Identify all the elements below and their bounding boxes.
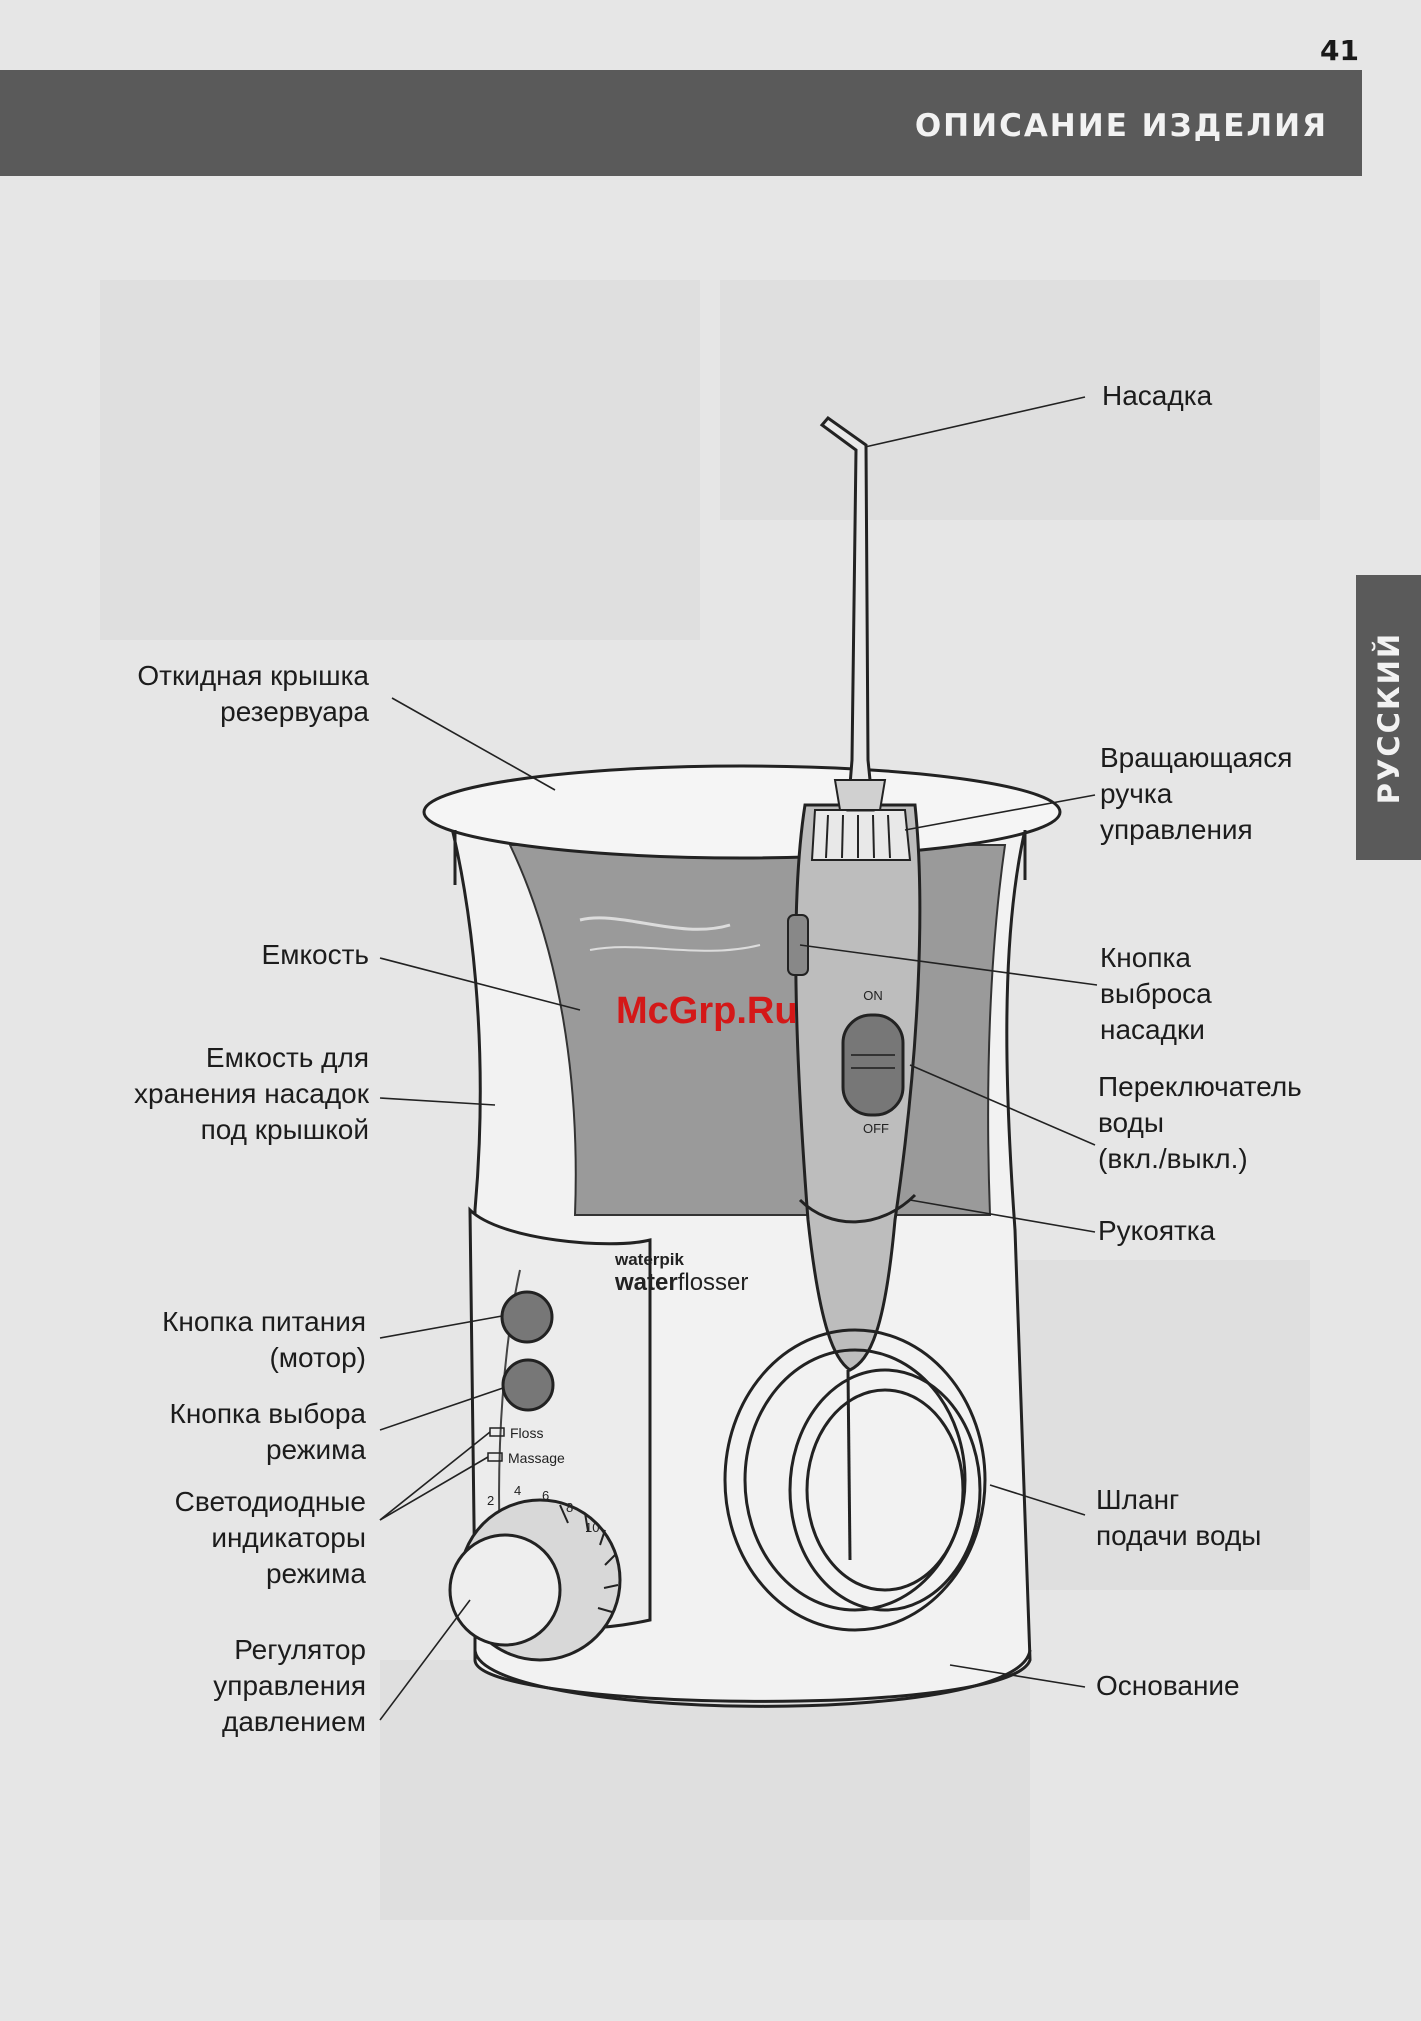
label-tip: Насадка [1102,380,1213,411]
dial-number: 10 [585,1520,599,1535]
brand-line: waterflosser [614,1269,748,1296]
switch-on-label: ON [863,988,883,1003]
mode-button [501,1358,555,1412]
leader-lines [379,396,1098,1721]
flosser-tip [819,415,875,812]
label-power-button: Кнопка питания(мотор) [162,1306,366,1373]
label-handle: Рукоятка [1098,1215,1216,1246]
water-switch [841,1013,905,1117]
dial-number: 2 [487,1493,494,1508]
base-outline [473,1649,1032,1708]
page-number: 41 [1320,34,1359,67]
dial-number: 4 [514,1483,521,1498]
dial-number: 8 [566,1500,573,1515]
floss-led-label: Floss [510,1425,543,1441]
bleed-through [100,280,700,640]
brand-small: waterpik [614,1250,685,1269]
section-title: ОПИСАНИЕ ИЗДЕЛИЯ [914,108,1328,144]
brand-bold: water [614,1269,678,1296]
bleed-through [980,1260,1310,1590]
power-button [500,1290,554,1344]
bleed-through [380,1660,1030,1920]
bleed-through [720,280,1320,520]
reservoir-lid [422,764,1062,860]
tip-eject-button [787,914,809,976]
label-base: Основание [1096,1670,1240,1701]
watermark: McGrp.Ru [616,990,798,1032]
massage-led-label: Massage [508,1450,565,1466]
language-tab: РУССКИЙ [1356,575,1421,860]
brand-light: flosser [678,1269,749,1296]
switch-off-label: OFF [863,1121,889,1136]
label-reservoir: Емкость [261,939,369,970]
dial-number: 6 [542,1488,549,1503]
section-header: ОПИСАНИЕ ИЗДЕЛИЯ [0,70,1362,176]
water-hose [723,1328,987,1632]
